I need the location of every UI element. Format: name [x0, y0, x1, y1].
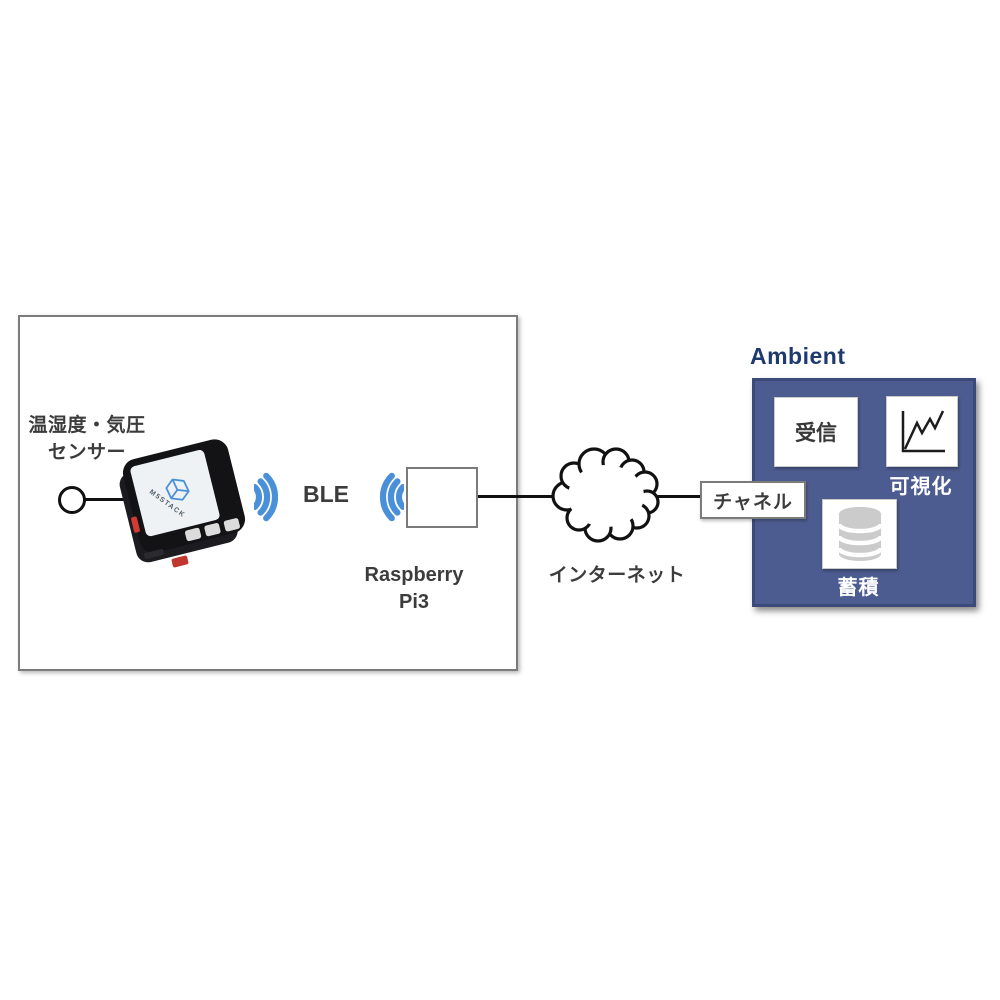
connector-line-cloud-to-channel	[652, 495, 704, 498]
device-red-connector	[171, 555, 189, 568]
wireless-signal-right-icon	[254, 472, 278, 522]
m5stack-logo-cube-icon	[165, 478, 190, 501]
m5stack-screen: M5STACK	[129, 448, 221, 538]
sensor-label-line2: センサー	[47, 442, 126, 463]
terminal-circle-icon	[58, 486, 86, 514]
device-button-b	[203, 522, 222, 537]
sensor-label-line1: 温湿度・気圧	[28, 415, 146, 436]
m5stack-device: M5STACK	[112, 436, 252, 568]
device-button-c	[223, 517, 241, 532]
sensor-label: 温湿度・気圧 センサー	[14, 412, 160, 466]
wireless-signal-left-icon	[380, 472, 404, 522]
raspberry-pi-label-line2: Pi3	[398, 591, 430, 613]
internet-label: インターネット	[548, 565, 686, 586]
channel-box: チャネル	[700, 481, 806, 519]
database-icon	[836, 507, 883, 561]
ble-label: BLE	[303, 481, 349, 507]
visualize-box	[886, 396, 958, 467]
cloud-icon	[551, 447, 660, 543]
raspberry-pi-box	[406, 467, 478, 528]
m5stack-body: M5STACK	[119, 436, 249, 556]
visualize-label: 可視化	[889, 476, 953, 498]
ambient-title: Ambient	[750, 343, 846, 369]
line-chart-icon	[901, 409, 945, 452]
receive-box: 受信	[774, 397, 858, 467]
receive-label: 受信	[795, 422, 837, 445]
raspberry-pi-label: Raspberry Pi3	[338, 562, 490, 616]
channel-label: チャネル	[713, 491, 793, 513]
connector-line-sensor	[84, 498, 128, 501]
store-box	[822, 499, 897, 569]
device-red-side-button	[130, 516, 141, 534]
store-label: 蓄積	[837, 577, 880, 599]
raspberry-pi-label-line1: Raspberry	[364, 564, 464, 586]
device-button-a	[184, 527, 202, 542]
connector-line-pi-to-cloud	[476, 495, 558, 498]
